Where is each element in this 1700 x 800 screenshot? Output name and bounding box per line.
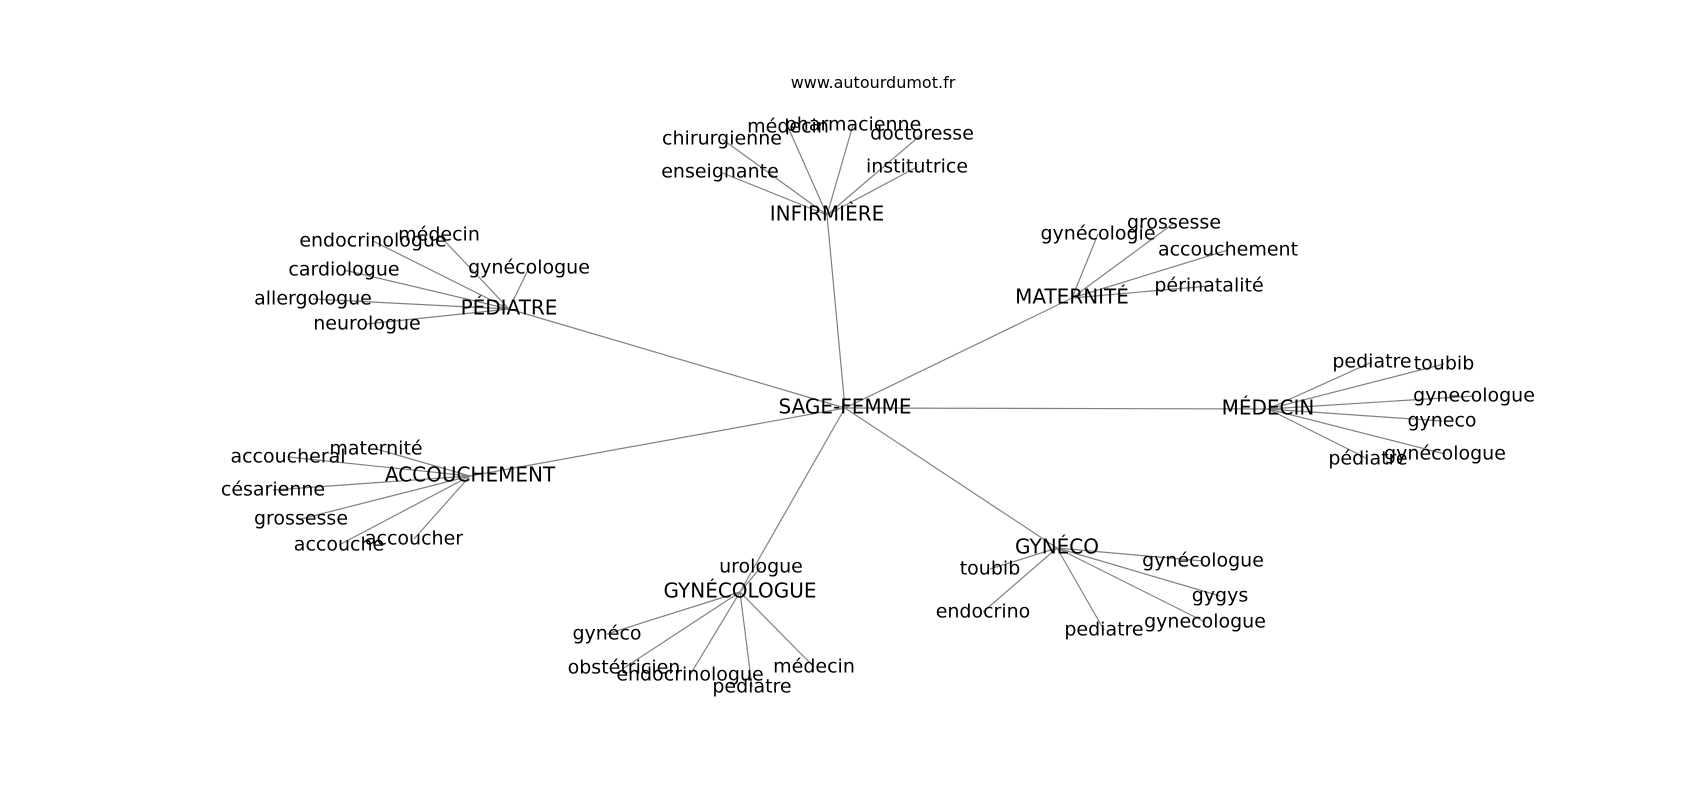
leaf-node-label: endocrino: [936, 601, 1031, 623]
edge-hub-to-leaf: [689, 591, 741, 676]
edge-hub-to-leaf: [413, 475, 471, 540]
edge-hub-to-leaf: [343, 269, 510, 310]
leaf-node-label: gynécologue: [1142, 550, 1264, 572]
leaf-node-label: endocrinologue: [616, 664, 763, 686]
edge-center-to-hub: [826, 214, 846, 409]
leaf-node-label: césarienne: [221, 479, 325, 501]
edge-hub-to-leaf: [508, 267, 530, 310]
edge-hub-to-leaf: [1071, 222, 1175, 299]
leaf-node-label: cardiologue: [288, 259, 399, 281]
leaf-node-label: médecin: [398, 224, 480, 246]
edge-hub-to-leaf: [1267, 395, 1475, 410]
edge-hub-to-leaf: [1267, 363, 1445, 410]
leaf-node-label: pediatre: [1332, 351, 1411, 373]
edge-hub-to-leaf: [1056, 547, 1221, 597]
leaf-node-label: enseignante: [661, 161, 779, 183]
leaf-node-label: gynecologue: [1144, 611, 1266, 633]
edge-hub-to-leaf: [1071, 233, 1099, 299]
edge-center-to-hub: [844, 407, 1269, 410]
edge-hub-to-leaf: [1267, 408, 1443, 422]
leaf-node-label: gynécologie: [1040, 223, 1155, 245]
hub-node-label: MATERNITÉ: [1015, 285, 1129, 309]
hub-node-label: INFIRMIÈRE: [770, 202, 884, 226]
leaf-node-label: médecin: [747, 116, 829, 138]
leaf-node-label: périnatalité: [1154, 275, 1263, 297]
edge-hub-to-leaf: [1071, 249, 1229, 299]
leaf-node-label: accouche: [294, 534, 384, 556]
leaf-node-label: grossesse: [1127, 212, 1221, 234]
leaf-node-label: médecin: [773, 656, 855, 678]
nodes: pharmaciennemédecinchirurgienneenseignan…: [221, 114, 1535, 698]
hub-node-label: GYNÉCOLOGUE: [664, 579, 817, 603]
edge-hub-to-leaf: [366, 308, 510, 325]
edge-hub-to-leaf: [982, 547, 1058, 613]
edge-hub-to-leaf: [300, 475, 471, 520]
edge-hub-to-leaf: [287, 456, 471, 477]
leaf-node-label: pharmacienne: [785, 114, 922, 136]
edge-hub-to-leaf: [623, 591, 741, 669]
edge-hub-to-leaf: [739, 566, 762, 593]
edge-hub-to-leaf: [372, 240, 510, 310]
edge-hub-to-leaf: [787, 126, 828, 216]
center-node-label: SAGE-FEMME: [778, 395, 911, 419]
leaf-node-label: pédiatre: [1328, 448, 1407, 470]
leaf-node-label: maternité: [329, 438, 422, 460]
leaf-node-label: doctoresse: [870, 123, 974, 145]
leaf-node-label: endocrinologue: [299, 230, 446, 252]
edge-hub-to-leaf: [826, 166, 918, 216]
edge-center-to-hub: [844, 297, 1073, 409]
leaf-node-label: accoucher: [365, 528, 463, 550]
leaf-node-label: toubib: [1414, 353, 1475, 375]
leaf-node-label: allergologue: [254, 288, 372, 310]
edge-center-to-hub: [469, 407, 846, 477]
edge-hub-to-leaf: [721, 138, 828, 216]
edge-hub-to-leaf: [338, 475, 471, 546]
hub-node-label: ACCOUCHEMENT: [385, 463, 556, 487]
edge-hub-to-leaf: [1056, 547, 1204, 562]
edge-center-to-hub: [508, 308, 846, 409]
edge-hub-to-leaf: [739, 591, 815, 668]
edge-hub-to-leaf: [375, 448, 471, 477]
leaf-node-label: chirurgienne: [662, 128, 782, 150]
edge-hub-to-leaf: [1267, 408, 1369, 460]
leaf-node-label: gynécologue: [468, 257, 590, 279]
leaf-node-label: obstétricien: [568, 657, 681, 679]
edge-hub-to-leaf: [739, 591, 753, 688]
edges: [272, 124, 1475, 688]
edge-hub-to-leaf: [1056, 547, 1206, 623]
edge-hub-to-leaf: [438, 234, 510, 310]
edge-hub-to-leaf: [1056, 547, 1105, 631]
hub-node-label: PÉDIATRE: [461, 296, 558, 320]
edge-center-to-hub: [844, 407, 1058, 549]
leaf-node-label: institutrice: [866, 156, 968, 178]
leaf-node-label: accoucheral: [230, 446, 345, 468]
edge-center-to-hub: [739, 407, 846, 593]
edge-hub-to-leaf: [1267, 361, 1373, 410]
leaf-node-label: accouchement: [1158, 239, 1298, 261]
source-url: www.autourdumot.fr: [791, 73, 956, 92]
leaf-node-label: gynécologue: [1384, 443, 1506, 465]
leaf-node-label: urologue: [719, 556, 803, 578]
leaf-node-label: grossesse: [254, 508, 348, 530]
leaf-node-label: neurologue: [313, 313, 421, 335]
edge-hub-to-leaf: [719, 171, 828, 216]
leaf-node-label: gynéco: [572, 623, 641, 645]
edge-hub-to-leaf: [1267, 408, 1446, 455]
edge-hub-to-leaf: [826, 124, 854, 216]
edge-hub-to-leaf: [1071, 285, 1210, 299]
edge-hub-to-leaf: [989, 547, 1058, 570]
leaf-node-label: pediatre: [1064, 619, 1143, 641]
hub-node-label: GYNÉCO: [1015, 535, 1099, 559]
edge-hub-to-leaf: [826, 133, 923, 216]
leaf-node-label: gygys: [1192, 585, 1249, 607]
edge-hub-to-leaf: [606, 591, 741, 635]
leaf-node-label: toubib: [960, 558, 1021, 580]
edge-hub-to-leaf: [272, 475, 471, 491]
edge-hub-to-leaf: [312, 298, 510, 310]
hub-node-label: MÉDECIN: [1222, 396, 1315, 420]
leaf-node-label: pediatre: [712, 676, 791, 698]
leaf-node-label: gyneco: [1407, 410, 1476, 432]
leaf-node-label: gynecologue: [1413, 385, 1535, 407]
